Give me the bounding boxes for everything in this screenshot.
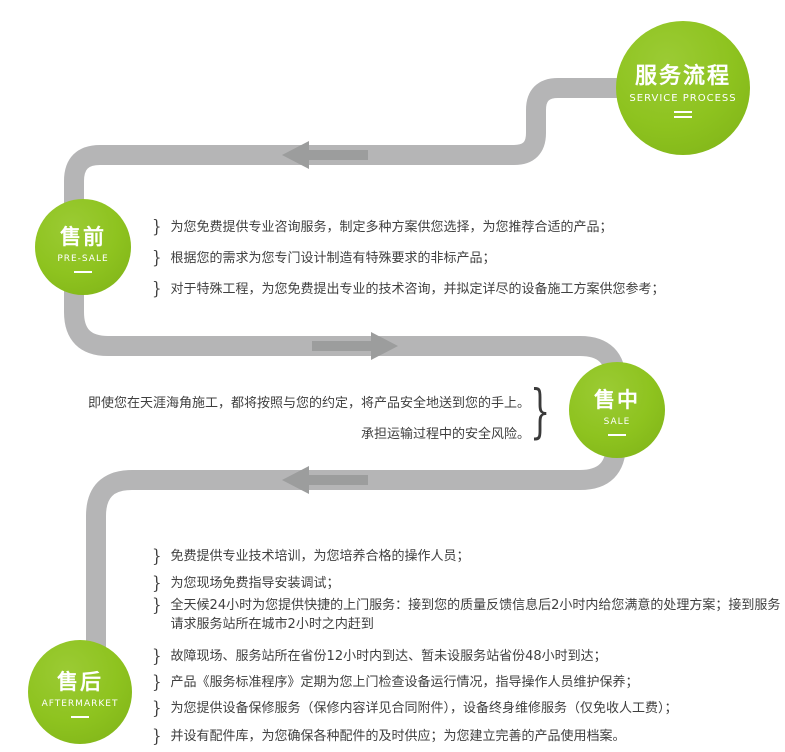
item-text: 产品《服务标准程序》定期为您上门检查设备运行情况，指导操作人员维护保养； — [170, 675, 639, 690]
list-item: } 全天候24小时为您提供快捷的上门服务：接到您的质量反馈信息后2小时内给您满意… — [152, 594, 785, 635]
list-item: } 产品《服务标准程序》定期为您上门检查设备运行情况，指导操作人员维护保养； — [152, 671, 639, 693]
sale-bracket-icon: } — [530, 377, 551, 445]
stage-badge-after-sale: 售后 AFTERMARKET — [28, 640, 132, 744]
stage-title-en: AFTERMARKET — [41, 699, 119, 709]
bracket-icon: } — [152, 278, 162, 300]
item-text: 为您免费提供专业咨询服务，制定多种方案供您选择，为您推荐合适的产品； — [170, 220, 613, 235]
item-text: 根据您的需求为您专门设计制造有特殊要求的非标产品； — [170, 251, 496, 266]
item-text: 免费提供专业技术培训，为您培养合格的操作人员； — [170, 549, 470, 564]
decorative-dash — [71, 716, 89, 718]
bracket-icon: } — [152, 545, 162, 567]
stage-title-cn: 售前 — [60, 225, 106, 249]
stage-badge-sale: 售中 SALE — [569, 362, 665, 458]
bracket-icon: } — [152, 572, 162, 594]
bracket-icon: } — [152, 594, 162, 616]
page-title: 服务流程 — [634, 64, 731, 89]
bracket-icon: } — [152, 697, 162, 719]
list-item: } 根据您的需求为您专门设计制造有特殊要求的非标产品； — [152, 247, 496, 269]
arrow-left-top-icon — [282, 141, 368, 169]
arrow-left-bottom-icon — [282, 466, 368, 494]
list-item: } 为您免费提供专业咨询服务，制定多种方案供您选择，为您推荐合适的产品； — [152, 216, 613, 238]
arrow-right-middle-icon — [312, 332, 398, 360]
item-text: 故障现场、服务站所在省份12小时内到达、暂未设服务站省份48小时到达； — [170, 649, 607, 664]
road-path — [64, 78, 700, 692]
stage-title-cn: 售后 — [57, 670, 103, 694]
header-badge: 服务流程 SERVICE PROCESS — [616, 21, 750, 155]
stage-title-en: PRE-SALE — [57, 254, 109, 264]
sale-text-block: 即使您在天涯海角施工，都将按照与您的约定，将产品安全地送到您的手上。 承担运输过… — [88, 396, 530, 443]
item-text: 为您现场免费指导安装调试； — [170, 576, 340, 591]
stage-title-en: SALE — [603, 417, 631, 427]
item-text: 并设有配件库，为您确保各种配件的及时供应；为您建立完善的产品使用档案。 — [170, 729, 626, 744]
decorative-dash — [74, 271, 92, 273]
bracket-icon: } — [152, 247, 162, 269]
bracket-icon: } — [152, 725, 162, 747]
item-text: 为您提供设备保修服务（保修内容详见合同附件），设备终身维修服务（仅免收人工费）； — [170, 701, 678, 716]
stage-title-cn: 售中 — [594, 388, 640, 412]
decorative-dash — [608, 434, 626, 436]
list-item: } 免费提供专业技术培训，为您培养合格的操作人员； — [152, 545, 470, 567]
stage-badge-pre-sale: 售前 PRE-SALE — [35, 199, 131, 295]
item-text: 全天候24小时为您提供快捷的上门服务：接到您的质量反馈信息后2小时内给您满意的处… — [170, 598, 781, 632]
item-text: 即使您在天涯海角施工，都将按照与您的约定，将产品安全地送到您的手上。 — [87, 396, 530, 411]
list-item: } 并设有配件库，为您确保各种配件的及时供应；为您建立完善的产品使用档案。 — [152, 725, 626, 747]
list-item: } 对于特殊工程，为您免费提出专业的技术咨询，并拟定详尽的设备施工方案供您参考； — [152, 278, 665, 300]
page-subtitle: SERVICE PROCESS — [629, 93, 737, 104]
decorative-dash — [674, 111, 692, 118]
item-text: 对于特殊工程，为您免费提出专业的技术咨询，并拟定详尽的设备施工方案供您参考； — [170, 282, 665, 297]
bracket-icon: } — [152, 671, 162, 693]
bracket-icon: } — [152, 645, 162, 667]
list-item: } 为您现场免费指导安装调试； — [152, 572, 340, 594]
bracket-icon: } — [152, 216, 162, 238]
list-item: } 故障现场、服务站所在省份12小时内到达、暂未设服务站省份48小时到达； — [152, 645, 607, 667]
item-text: 承担运输过程中的安全风险。 — [360, 427, 530, 442]
list-item: } 为您提供设备保修服务（保修内容详见合同附件），设备终身维修服务（仅免收人工费… — [152, 697, 678, 719]
